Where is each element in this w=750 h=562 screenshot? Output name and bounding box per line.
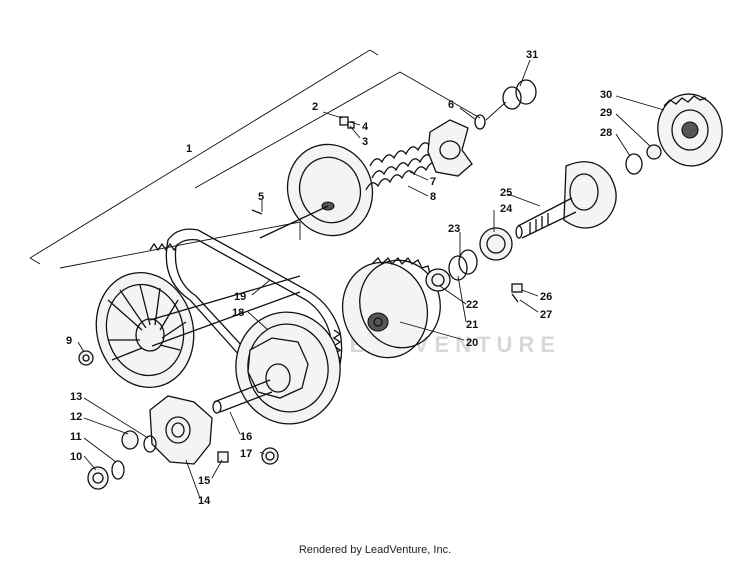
- movable-sheave: [259, 143, 374, 239]
- fixed-sheave: [95, 271, 301, 389]
- callout-17: 17: [240, 448, 252, 460]
- callout-7: 7: [430, 176, 436, 188]
- callout-12: 12: [70, 411, 82, 423]
- driven-sheave: [341, 256, 441, 359]
- callout-30: 30: [600, 89, 612, 101]
- callout-3: 3: [362, 136, 368, 148]
- callout-11: 11: [70, 431, 82, 443]
- bolt: [511, 283, 523, 303]
- callout-4: 4: [362, 121, 369, 133]
- hardware-left: [78, 350, 279, 490]
- callout-18: 18: [232, 307, 244, 319]
- callout-25: 25: [500, 187, 512, 199]
- assembly-bracket-1: [29, 49, 481, 269]
- callout-1: 1: [186, 143, 192, 155]
- callout-22: 22: [466, 299, 478, 311]
- spider-cam: [427, 119, 473, 177]
- output-shaft: [515, 161, 617, 239]
- callout-labels: 1 2 3 4 5 6 7 8 9 10 11 12 13 14 15 16 1…: [66, 49, 612, 507]
- callout-23: 23: [448, 223, 460, 235]
- callout-31: 31: [526, 49, 538, 61]
- callout-9: 9: [66, 335, 72, 347]
- callout-24: 24: [500, 203, 513, 215]
- callout-14: 14: [198, 495, 211, 507]
- callout-16: 16: [240, 431, 252, 443]
- callout-13: 13: [70, 391, 82, 403]
- helix-cam: [149, 395, 229, 465]
- callout-6: 6: [448, 99, 454, 111]
- callout-21: 21: [466, 319, 478, 331]
- clutch-housing: [625, 93, 723, 175]
- callout-5: 5: [258, 191, 264, 203]
- callout-8: 8: [430, 191, 436, 203]
- callout-26: 26: [540, 291, 552, 303]
- callout-27: 27: [540, 309, 552, 321]
- driven-clutch: [212, 311, 341, 425]
- callout-19: 19: [234, 291, 246, 303]
- footer-credit: Rendered by LeadVenture, Inc.: [298, 544, 452, 556]
- bearings-middle: [425, 227, 513, 292]
- callout-29: 29: [600, 107, 612, 119]
- callout-20: 20: [466, 337, 478, 349]
- snap-rings: [474, 79, 537, 130]
- callout-leaders: [77, 59, 665, 499]
- callout-15: 15: [198, 475, 210, 487]
- callout-2: 2: [312, 101, 318, 113]
- callout-28: 28: [600, 127, 612, 139]
- callout-10: 10: [70, 451, 82, 463]
